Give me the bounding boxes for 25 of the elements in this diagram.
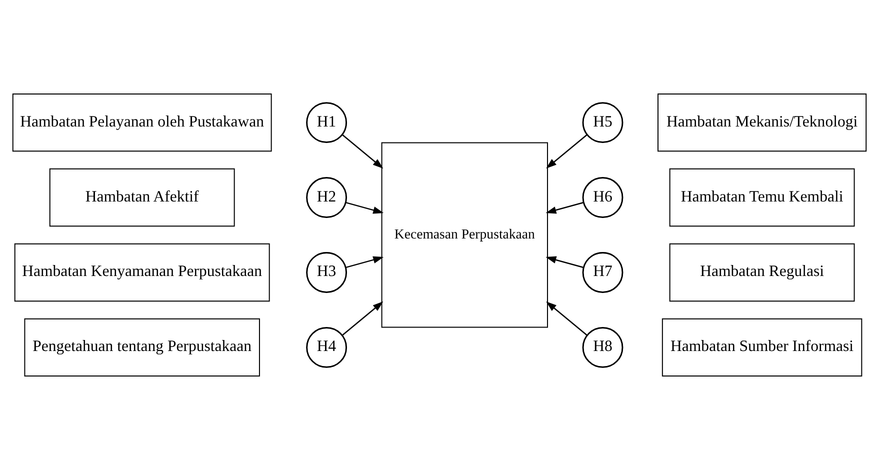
arrow [546, 134, 588, 169]
arrow [546, 301, 588, 336]
node-circle: H4 [306, 326, 348, 368]
node-circle: H1 [306, 102, 348, 144]
node-circle: H7 [582, 252, 624, 293]
node-circle: H2 [306, 177, 348, 218]
arrow [342, 301, 384, 336]
node-circle: H6 [582, 177, 624, 218]
arrow [546, 202, 584, 214]
node-box: Hambatan Regulasi [669, 243, 855, 302]
arrow [346, 202, 384, 214]
node-box: Hambatan Pelayanan oleh Pustakawan [12, 93, 272, 152]
arrow [342, 134, 384, 169]
arrow [546, 256, 584, 268]
node-box: Pengetahuan tentang Perpustakaan [24, 318, 260, 377]
node-box: Hambatan Sumber Informasi [662, 318, 862, 377]
node-circle: H3 [306, 252, 348, 293]
node-box: Hambatan Mekanis/Teknologi [658, 93, 867, 152]
node-circle: H5 [582, 102, 624, 144]
node-box: Kecemasan Perpustakaan [381, 142, 548, 328]
arrow [346, 256, 384, 268]
node-box: Hambatan Afektif [49, 168, 235, 227]
node-box: Hambatan Temu Kembali [669, 168, 855, 227]
node-circle: H8 [582, 326, 624, 368]
node-box: Hambatan Kenyamanan Perpustakaan [14, 243, 270, 302]
